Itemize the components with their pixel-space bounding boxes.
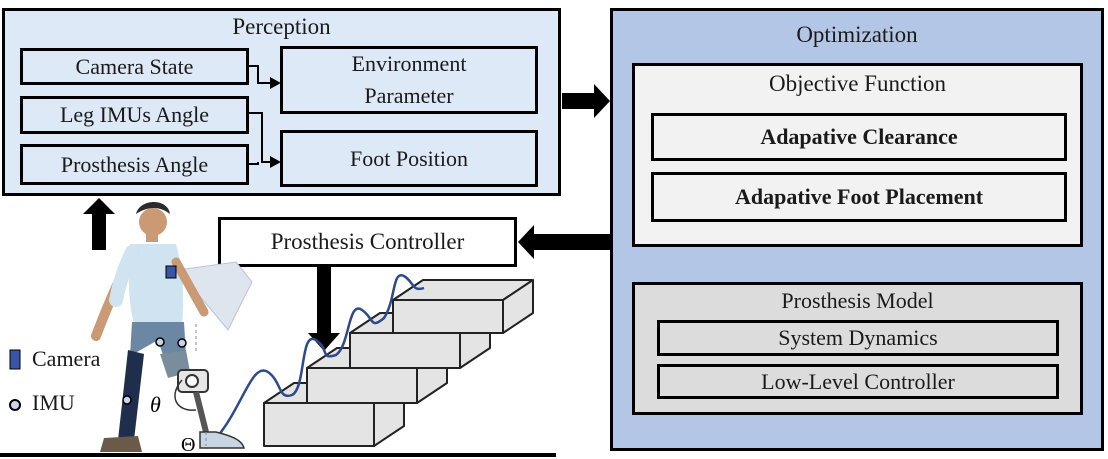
connector-arrowhead-foot xyxy=(270,156,281,168)
foot-trajectory xyxy=(205,274,425,449)
input-leg-imus-angle-label: Leg IMUs Angle xyxy=(59,102,210,127)
objective-adaptive-clearance: Adapative Clearance xyxy=(651,113,1067,161)
model-system-dynamics-label: System Dynamics xyxy=(778,325,938,350)
legend-camera-label: Camera xyxy=(32,346,101,371)
objective-function-title: Objective Function xyxy=(769,71,946,96)
arrow-sensors-to-perception xyxy=(83,198,115,250)
input-leg-imus-angle: Leg IMUs Angle xyxy=(20,96,249,134)
prosthesis-model-title: Prosthesis Model xyxy=(781,288,934,313)
camera-view-cone xyxy=(177,261,253,331)
input-camera-state: Camera State xyxy=(20,48,249,85)
connector-arrowhead-environment xyxy=(270,77,281,89)
imu-sensor-shank xyxy=(122,395,132,405)
imu-sensor-prosthesis xyxy=(177,338,187,348)
input-prosthesis-angle: Prosthesis Angle xyxy=(20,144,249,185)
prosthesis-controller-block: Prosthesis Controller xyxy=(218,217,517,267)
objective-adaptive-foot-placement-label: Adapative Foot Placement xyxy=(734,184,984,209)
output-environment-parameter: Environment Parameter xyxy=(280,46,538,114)
staircase xyxy=(263,279,534,447)
camera-sensor xyxy=(165,265,177,279)
legend-imu-icon xyxy=(9,399,21,411)
arrow-optimization-to-controller xyxy=(518,225,610,259)
walker-figure xyxy=(91,202,253,452)
model-system-dynamics: System Dynamics xyxy=(657,320,1059,356)
theta-label: θ xyxy=(150,392,161,417)
input-camera-state-label: Camera State xyxy=(75,53,194,79)
output-foot-position-label: Foot Position xyxy=(350,145,468,171)
perception-connectors xyxy=(249,65,270,165)
prosthesis-controller-label: Prosthesis Controller xyxy=(270,229,465,254)
imu-sensor-thigh xyxy=(155,337,165,347)
objective-adaptive-foot-placement: Adapative Foot Placement xyxy=(651,172,1067,222)
objective-adaptive-clearance-label: Adapative Clearance xyxy=(760,124,958,149)
input-prosthesis-angle-label: Prosthesis Angle xyxy=(60,151,209,177)
optimization-title: Optimization xyxy=(796,22,918,47)
output-foot-position: Foot Position xyxy=(280,130,538,187)
model-low-level-controller: Low-Level Controller xyxy=(657,364,1059,399)
perception-title: Perception xyxy=(232,14,331,39)
arrow-perception-to-optimization xyxy=(562,84,610,118)
legend-imu-label: IMU xyxy=(32,390,75,415)
output-environment-parameter-label: Environment Parameter xyxy=(351,51,467,108)
arrow-controller-to-prosthesis xyxy=(308,267,340,351)
model-low-level-controller-label: Low-Level Controller xyxy=(761,368,955,394)
big-theta-label: Θ xyxy=(181,434,195,456)
legend-camera-icon xyxy=(9,349,21,370)
